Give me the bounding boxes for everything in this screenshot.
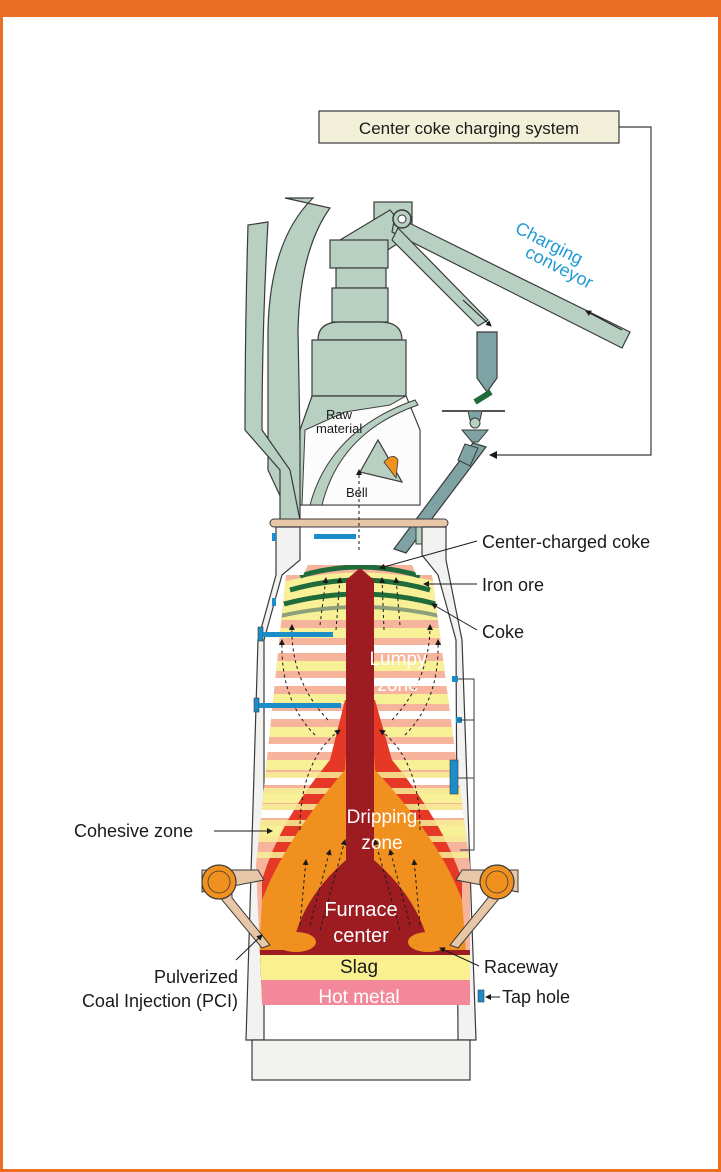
furnace-center-label-1: Furnace [324,899,397,921]
pci-label-1: Pulverized [154,967,238,987]
hot-metal-label: Hot metal [318,987,399,1008]
bell-label: Bell [346,485,368,500]
dripping-zone-label-1: Dripping [347,807,418,828]
raceway-label: Raceway [484,957,558,977]
cohesive-zone-label: Cohesive zone [74,821,193,841]
receiving-hopper [312,340,406,396]
molten-iron-label: (molten iron) [331,1009,387,1020]
raw-material-label-2: material [316,421,362,436]
center-charged-coke-label: Center-charged coke [482,532,650,552]
tuyere-right-icon [480,865,514,899]
pci-label-2: Coal Injection (PCI) [82,991,238,1011]
coke-gate [475,392,491,402]
top-hopper-upper [330,240,388,268]
iron-ore-label: Iron ore [482,575,544,595]
coke-label: Coke [482,622,524,642]
tuyere-left-icon [202,865,236,899]
tap-hole-label: Tap hole [502,987,570,1007]
charging-conveyor-belt [392,216,630,348]
furnace-base [252,1040,470,1080]
charging-system-label: Center coke charging system [359,119,579,138]
dripping-zone-label-2: zone [361,833,402,854]
slag-label: Slag [340,957,378,978]
raceway-left [276,932,316,952]
tap-hole-icon [478,990,484,1002]
raw-material-label-1: Raw [326,407,353,422]
coke-hopper [477,332,497,392]
lumpy-zone-label-1: Lumpy [369,649,427,670]
furnace-center-label-2: center [333,925,389,947]
lumpy-zone-label-2: zone [377,675,418,696]
